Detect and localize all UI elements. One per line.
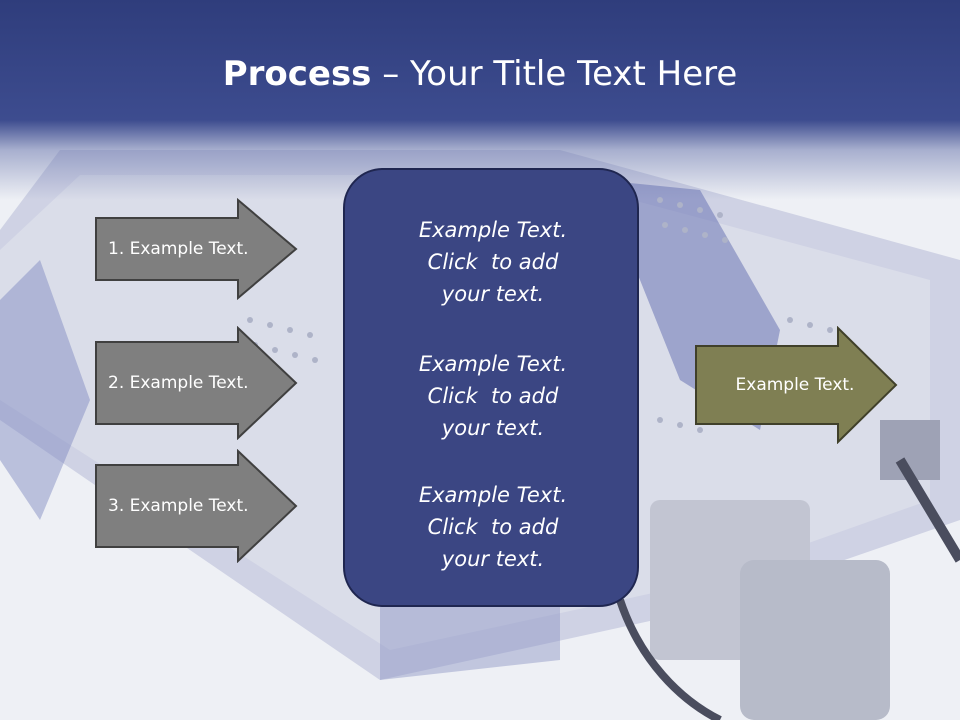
step-arrow-1-label: 1. Example Text. xyxy=(108,239,249,259)
slide-title-rest: – Your Title Text Here xyxy=(371,54,738,94)
center-block-1-line2: Click to add xyxy=(427,250,559,274)
center-block-3-line3: your text. xyxy=(441,547,545,571)
center-block-2-line2: Click to add xyxy=(427,384,559,408)
center-block-3-line2: Click to add xyxy=(427,515,559,539)
center-block-2: Example Text. Click to add your text. xyxy=(345,348,641,444)
step-arrow-2: 2. Example Text. xyxy=(94,326,300,440)
step-arrow-3: 3. Example Text. xyxy=(94,449,300,563)
step-arrow-2-label: 2. Example Text. xyxy=(108,373,249,393)
title-band xyxy=(0,0,960,200)
center-block-3-line1: Example Text. xyxy=(418,483,568,507)
center-block-2-line1: Example Text. xyxy=(418,352,568,376)
center-block-3: Example Text. Click to add your text. xyxy=(345,479,641,575)
step-arrow-3-label: 3. Example Text. xyxy=(108,496,249,516)
slide-title-bold: Process xyxy=(222,54,372,94)
center-block-1: Example Text. Click to add your text. xyxy=(345,214,641,310)
center-block-1-line1: Example Text. xyxy=(418,218,568,242)
center-block-2-line3: your text. xyxy=(441,416,545,440)
center-text-box[interactable]: Example Text. Click to add your text. Ex… xyxy=(343,168,639,607)
center-block-1-line3: your text. xyxy=(441,282,545,306)
result-arrow-label: Example Text. xyxy=(735,375,855,395)
slide-title: Process – Your Title Text Here xyxy=(0,52,960,96)
step-arrow-1: 1. Example Text. xyxy=(94,198,300,300)
result-arrow: Example Text. xyxy=(694,326,900,444)
